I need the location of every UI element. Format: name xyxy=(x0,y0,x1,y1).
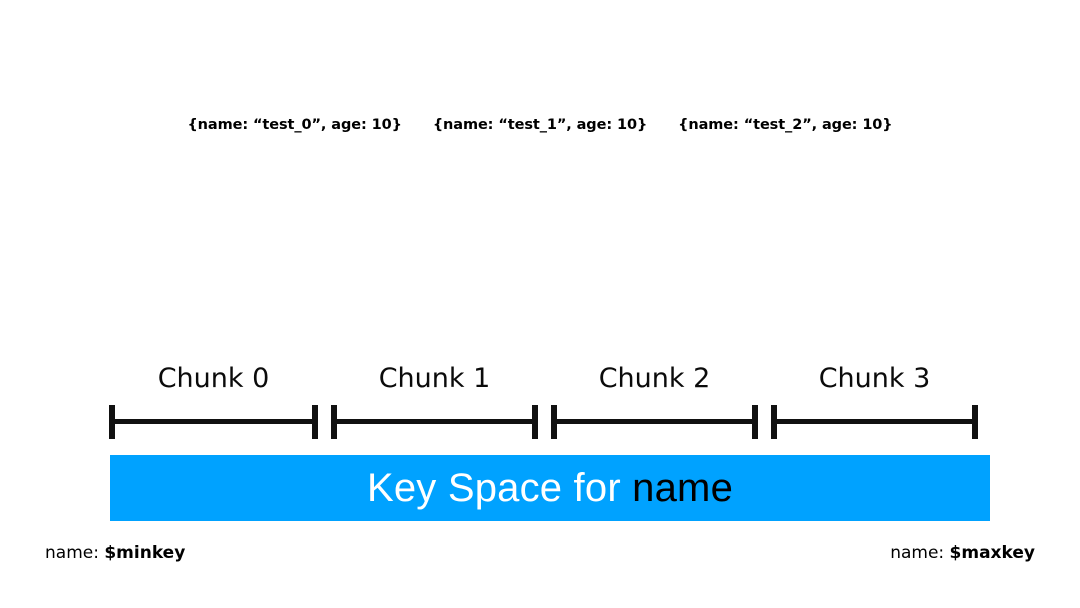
max-key-caption: name: $maxkey xyxy=(890,543,1035,563)
chunk-range-bracket-0 xyxy=(109,405,318,439)
bracket-end-cap-right xyxy=(532,405,538,439)
chunk-range-bracket-3 xyxy=(771,405,978,439)
bracket-end-cap-right xyxy=(752,405,758,439)
document-sample: {name: “test_2”, age: 10} xyxy=(678,117,893,133)
key-space-field: name xyxy=(632,465,734,510)
chunk-label-2: Chunk 2 xyxy=(598,363,711,394)
chunk-label-3: Chunk 3 xyxy=(818,363,931,394)
chunk-label-1: Chunk 1 xyxy=(378,363,491,394)
chunk-range-bracket-1 xyxy=(331,405,538,439)
key-space-label: Key Space for name xyxy=(367,466,733,511)
min-key-caption: name: $minkey xyxy=(45,543,185,563)
bracket-shaft xyxy=(331,419,538,424)
chunk-label-0: Chunk 0 xyxy=(157,363,270,394)
document-sample: {name: “test_0”, age: 10} xyxy=(187,117,402,133)
key-space-bar: Key Space for name xyxy=(110,455,990,521)
max-key-field: name: xyxy=(890,543,950,563)
min-key-value: $minkey xyxy=(104,543,186,563)
bracket-shaft xyxy=(771,419,978,424)
bracket-end-cap-right xyxy=(972,405,978,439)
bracket-shaft xyxy=(551,419,758,424)
chunk-range-bracket-2 xyxy=(551,405,758,439)
document-samples-row: {name: “test_0”, age: 10} {name: “test_1… xyxy=(0,112,1080,138)
key-space-prefix: Key Space for xyxy=(366,465,633,510)
document-sample: {name: “test_1”, age: 10} xyxy=(432,117,648,133)
max-key-value: $maxkey xyxy=(949,543,1035,563)
bracket-end-cap-right xyxy=(312,405,318,439)
bracket-shaft xyxy=(109,419,318,424)
min-key-field: name: xyxy=(45,543,105,563)
